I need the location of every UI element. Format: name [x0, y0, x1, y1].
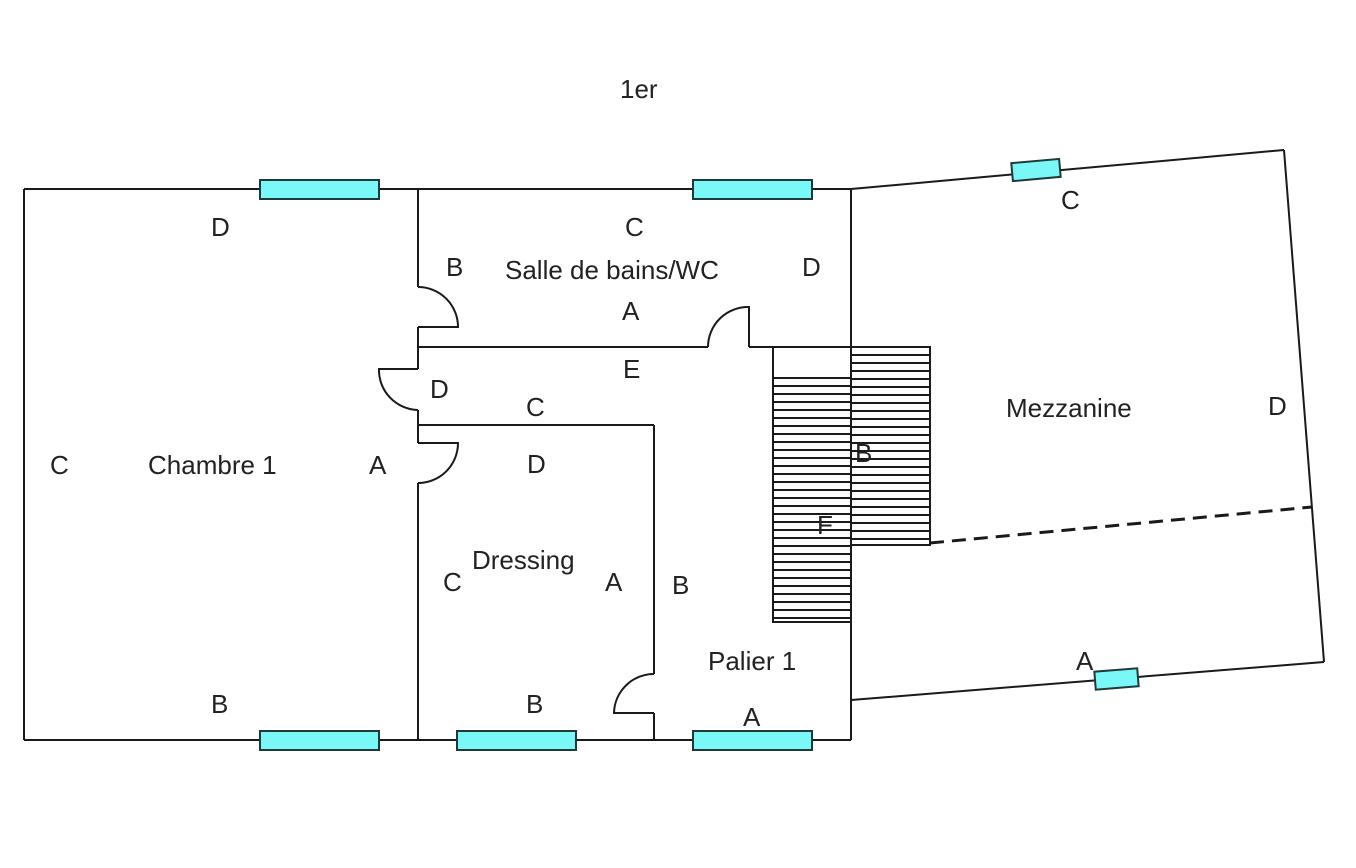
- stair-letter-b: B: [855, 438, 872, 468]
- corridor-wall-bottom: C: [526, 392, 545, 422]
- corridor-wall-top: E: [623, 354, 640, 384]
- room-mezzanine: Mezzanine: [1006, 393, 1132, 423]
- door-sdb-right[interactable]: [707, 305, 750, 348]
- chambre1-wall-right: A: [369, 450, 387, 480]
- room-sdb: Salle de bains/WC: [505, 255, 719, 285]
- staircase: [772, 346, 931, 623]
- windows: [259, 157, 1140, 751]
- palier-wall-left: B: [672, 570, 689, 600]
- window-mezz-top: [1010, 157, 1062, 183]
- doors: [377, 286, 750, 714]
- stair-right-frame: [850, 346, 931, 546]
- chambre1-wall-bottom: B: [211, 689, 228, 719]
- mezz-top-wall: [850, 149, 1285, 190]
- sdb-wall-bottom: A: [622, 296, 640, 326]
- stair-letter-f: F: [817, 510, 833, 540]
- chambre1-wall-top: D: [211, 212, 230, 242]
- dressing-wall-top: D: [527, 449, 546, 479]
- window-dressing-bottom: [456, 730, 577, 751]
- room-dressing: Dressing: [472, 545, 575, 575]
- window-palier-bottom: [692, 730, 813, 751]
- mezz-wall-right: D: [1268, 391, 1287, 421]
- floor-title: 1er: [620, 74, 658, 104]
- door-sdb-left[interactable]: [417, 286, 460, 328]
- mezz-right-wall: [1283, 149, 1325, 663]
- wall-letters: D C A B C B D A E D C D C A B B A F B C …: [50, 185, 1287, 732]
- door-dressing-palier[interactable]: [612, 673, 655, 714]
- corridor-wall-left: D: [430, 374, 449, 404]
- mezzanine-edge-dashed: [929, 505, 1313, 545]
- room-labels: Chambre 1 Salle de bains/WC Dressing Pal…: [148, 255, 1132, 676]
- sdb-wall-right: D: [802, 252, 821, 282]
- window-chambre-bottom: [259, 730, 380, 751]
- window-mezz-bottom: [1093, 667, 1140, 691]
- dressing-wall-bottom: B: [526, 689, 543, 719]
- sdb-wall-top: C: [625, 212, 644, 242]
- chambre1-wall-left: C: [50, 450, 69, 480]
- window-sdb-top: [692, 179, 813, 200]
- mezz-bottom-wall: [850, 661, 1325, 701]
- dressing-wall-right: A: [605, 567, 623, 597]
- door-chambre-corridor[interactable]: [377, 368, 419, 411]
- room-chambre1: Chambre 1: [148, 450, 277, 480]
- palier-wall-bottom: A: [743, 702, 761, 732]
- dressing-wall-left: C: [443, 567, 462, 597]
- sdb-wall-left: B: [446, 252, 463, 282]
- mezz-wall-top: C: [1061, 185, 1080, 215]
- mezzanine-walls: [850, 149, 1325, 701]
- stair-left-frame: [772, 346, 852, 623]
- window-chambre-top: [259, 179, 380, 200]
- door-chambre-dressing[interactable]: [417, 442, 460, 484]
- room-palier: Palier 1: [708, 646, 796, 676]
- mezz-wall-bottom: A: [1076, 646, 1094, 676]
